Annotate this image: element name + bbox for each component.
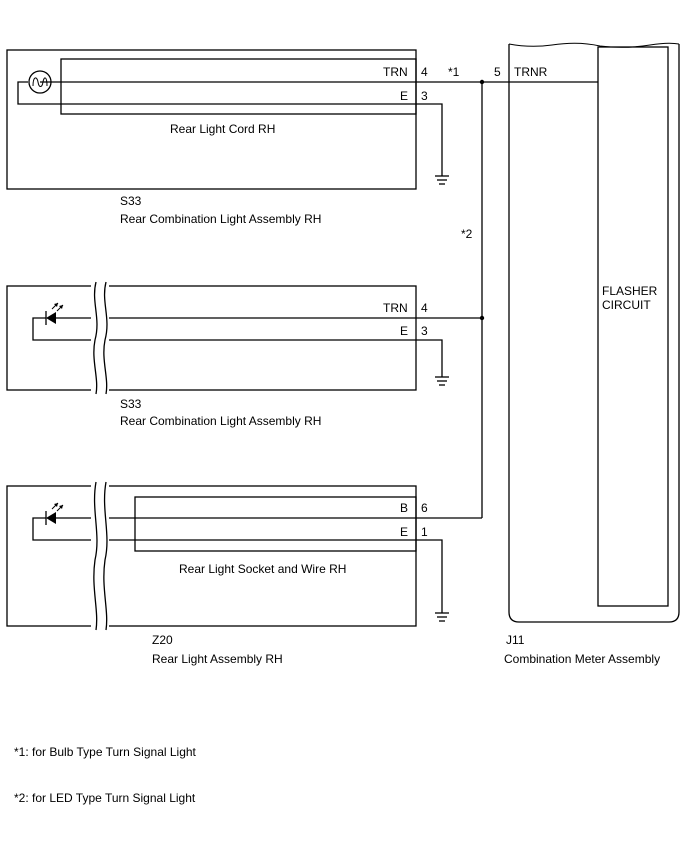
z20-rear-light-assembly: B 6 E 1 Rear Light Socket and Wire RH Z2… [6,480,482,666]
z20-sig-b: B [400,501,408,515]
s33-bulb-pin-3: 3 [421,89,428,103]
s33-led-pin-3: 3 [421,324,428,338]
s33-bulb-ground-wire [416,103,443,176]
s33-led-e-line [32,317,416,341]
s33-bulb-code: S33 [120,194,142,208]
z20-outer-box [6,485,417,627]
z20-e-line [32,517,416,541]
s33-bulb-assembly: TRN 4 E 3 Rear Light Cord RH S33 Rear Co… [6,49,449,226]
ground-icon [435,612,449,622]
break-mark-icon [91,280,109,396]
s33-bulb-e-line [17,81,416,105]
flasher-circuit-box [597,46,669,607]
s33-led-name: Rear Combination Light Assembly RH [120,414,321,428]
flasher-circuit-label-2: CIRCUIT [602,298,651,312]
wire-note-2: *2 [461,227,473,241]
s33-led-sig-trn: TRN [383,301,408,315]
j11-code: J11 [506,633,525,647]
led-icon [45,302,64,325]
j11-combination-meter: FLASHER CIRCUIT 5 TRNR J11 Combination M… [494,42,680,666]
j11-pin-number: 5 [494,65,501,79]
s33-led-code: S33 [120,397,142,411]
meter-cut-edge [508,42,680,48]
s33-bulb-name: Rear Combination Light Assembly RH [120,212,321,226]
j11-name: Combination Meter Assembly [504,652,660,666]
footnote-1: *1: for Bulb Type Turn Signal Light [14,745,197,759]
rear-light-cord-box [60,58,417,115]
rear-light-cord-label: Rear Light Cord RH [170,122,275,136]
s33-led-pin-4: 4 [421,301,428,315]
s33-led-ground-wire [416,339,443,377]
z20-name: Rear Light Assembly RH [152,652,283,666]
s33-bulb-pin-4: 4 [421,65,428,79]
z20-pin-6: 6 [421,501,428,515]
j11-signal-name: TRNR [514,65,548,79]
z20-ground-wire [416,539,443,613]
main-wiring: *1 *2 [416,65,598,518]
footnote-2: *2: for LED Type Turn Signal Light [14,791,196,805]
ground-icon [435,376,449,386]
led-icon [45,502,64,525]
z20-pin-1: 1 [421,525,428,539]
z20-code: Z20 [152,633,173,647]
s33-bulb-outer-box [6,49,417,190]
wire-note-1: *1 [448,65,460,79]
rear-light-socket-box [134,496,417,552]
rear-light-socket-label: Rear Light Socket and Wire RH [179,562,346,576]
s33-led-outer-box [6,285,417,391]
meter-housing [508,44,680,623]
break-mark-icon [91,480,109,632]
s33-led-sig-e: E [400,324,408,338]
s33-bulb-sig-e: E [400,89,408,103]
z20-sig-e: E [400,525,408,539]
s33-led-assembly: TRN 4 E 3 S33 Rear Combination Light Ass… [6,280,482,428]
flasher-circuit-label-1: FLASHER [602,284,658,298]
s33-bulb-sig-trn: TRN [383,65,408,79]
junction-top [479,79,485,85]
ground-icon [435,175,449,185]
bulb-icon [28,70,52,94]
